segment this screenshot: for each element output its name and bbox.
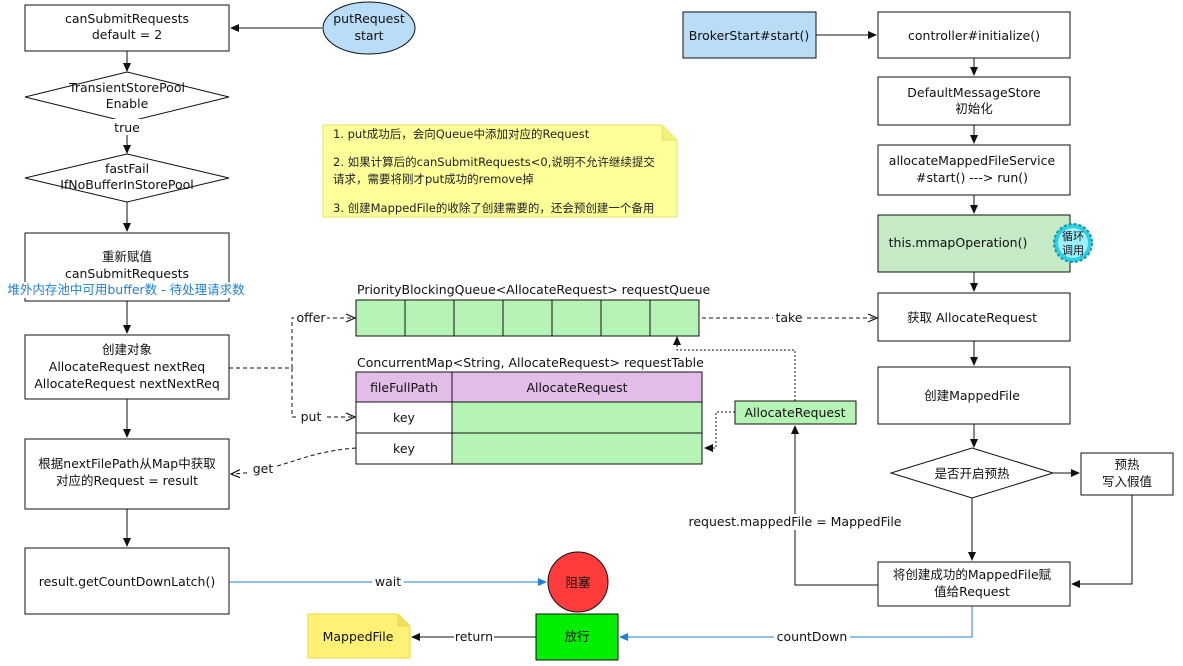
wait-label: wait [375,574,401,589]
svg-text:DefaultMessageStore: DefaultMessageStore [907,85,1041,100]
offer-edge [229,318,354,369]
svg-text:预热: 预热 [1114,457,1140,472]
svg-text:阻塞: 阻塞 [565,575,591,590]
table-row-key: key [393,410,415,425]
put-label: put [301,409,322,424]
svg-text:是否开启预热: 是否开启预热 [934,466,1010,481]
svg-text:canSubmitRequests: canSubmitRequests [65,11,189,26]
table-header-key: fileFullPath [370,380,438,395]
warmup-box: 预热 写入假值 [1080,452,1174,496]
svg-text:MappedFile: MappedFile [323,629,394,644]
svg-text:创建MappedFile: 创建MappedFile [924,388,1020,403]
assign-result-box: 将创建成功的MappedFile赋 值给Request [877,561,1071,607]
queue-cell [551,299,602,337]
svg-text:值给Request: 值给Request [934,584,1010,599]
dotted-to-table [704,411,735,452]
warmup-decision: 是否开启预热 [889,447,1055,499]
get-edge [232,447,357,474]
get-from-map-box: 根据nextFilePath从Map中获取 对应的Request = resul… [24,438,230,510]
release-box: 放行 [535,613,619,661]
true-label: true [114,120,140,135]
svg-text:BrokerStart#start(): BrokerStart#start() [689,28,810,43]
svg-text:初始化: 初始化 [955,101,993,116]
offer-label: offer [296,310,326,325]
svg-text:请求，需要将刚才put成功的remove掉: 请求，需要将刚才put成功的remove掉 [333,172,534,186]
queue-cell [453,299,504,337]
put-request-start: putRequest start [322,1,416,55]
svg-text:result.getCountDownLatch(): result.getCountDownLatch() [39,574,215,589]
table-header-value: AllocateRequest [526,380,627,395]
svg-text:fastFail: fastFail [105,161,149,176]
svg-text:controller#initialize(): controller#initialize() [908,28,1040,43]
svg-text:Enable: Enable [106,96,149,111]
fast-fail-decision: fastFail IfNoBufferInStorePool [24,153,230,203]
queue-cell [600,299,651,337]
dotted-to-queue [673,336,796,401]
svg-text:canSubmitRequests: canSubmitRequests [65,266,189,281]
countdown-latch-box: result.getCountDownLatch() [24,547,230,615]
svg-text:start: start [354,28,383,43]
can-submit-box: canSubmitRequests default = 2 [24,4,230,52]
svg-text:循环: 循环 [1062,230,1084,243]
count-down-edge [619,606,973,641]
svg-text:根据nextFilePath从Map中获取: 根据nextFilePath从Map中获取 [38,456,216,471]
broker-start-box: BrokerStart#start() [682,11,817,59]
svg-text:获取 AllocateRequest: 获取 AllocateRequest [907,310,1037,325]
take-label: take [775,310,802,325]
svg-text:#start() ---> run(): #start() ---> run() [916,170,1028,185]
queue-cell [649,299,700,337]
table-row-key: key [393,441,415,456]
reassign-formula: 堆外内存池中可用buffer数 - 待处理请求数 [7,282,245,297]
svg-text:TransientStorePool: TransientStorePool [68,80,185,95]
svg-text:创建对象: 创建对象 [102,342,152,357]
svg-text:AllocateRequest nextNextReq: AllocateRequest nextNextReq [34,376,220,391]
queue-cell [355,299,406,337]
svg-text:putRequest: putRequest [333,11,405,26]
svg-text:AllocateRequest: AllocateRequest [744,405,845,420]
svg-text:2. 如果计算后的canSubmitRequests<0,说: 2. 如果计算后的canSubmitRequests<0,说明不允许继续提交 [333,155,655,169]
controller-init-box: controller#initialize() [877,11,1071,59]
queue-cell [502,299,553,337]
loop-call-badge: 循环 调用 [1053,223,1093,263]
allocate-service-box: allocateMappedFileService #start() ---> … [877,144,1071,196]
return-label: return [455,629,493,644]
svg-text:将创建成功的MappedFile赋: 将创建成功的MappedFile赋 [893,567,1052,582]
blocked-circle: 阻塞 [547,551,609,613]
svg-text:IfNoBufferInStorePool: IfNoBufferInStorePool [60,177,194,192]
table-title: ConcurrentMap<String, AllocateRequest> r… [357,355,704,370]
svg-text:放行: 放行 [564,629,589,644]
allocate-request-box: AllocateRequest [734,400,857,425]
queue-title: PriorityBlockingQueue<AllocateRequest> r… [357,282,711,297]
arrow-warmup-to-assign [1071,495,1133,588]
svg-text:3. 创建MappedFile的收除了创建需要的，还会预创建: 3. 创建MappedFile的收除了创建需要的，还会预创建一个备用 [333,201,654,215]
svg-text:default = 2: default = 2 [92,27,162,42]
mmap-operation-box: this.mmapOperation() [877,214,1071,273]
create-objects-box: 创建对象 AllocateRequest nextReq AllocateReq… [24,334,230,400]
svg-text:AllocateRequest nextReq: AllocateRequest nextReq [49,359,205,374]
svg-text:写入假值: 写入假值 [1102,474,1152,489]
request-table: fileFullPath AllocateRequest key key [355,371,703,465]
get-request-box: 获取 AllocateRequest [877,292,1071,342]
default-store-box: DefaultMessageStore 初始化 [877,76,1071,126]
svg-text:重新赋值: 重新赋值 [102,249,152,264]
put-edge [291,368,354,417]
mapped-assign-label: request.mappedFile = MappedFile [688,514,901,529]
svg-text:1. put成功后，会向Queue中添加对应的Request: 1. put成功后，会向Queue中添加对应的Request [333,127,590,141]
get-label: get [253,461,274,476]
svg-text:allocateMappedFileService: allocateMappedFileService [889,153,1056,168]
svg-text:对应的Request = result: 对应的Request = result [56,473,198,488]
note-box: 1. put成功后，会向Queue中添加对应的Request 2. 如果计算后的… [322,124,678,218]
svg-text:调用: 调用 [1062,244,1084,257]
count-down-label: countDown [777,629,848,644]
request-queue [355,299,700,337]
mapped-file-result: MappedFile [307,613,411,659]
queue-cell [404,299,455,337]
mapped-assign-edge [791,425,878,586]
create-mapped-box: 创建MappedFile [877,366,1071,425]
transient-pool-decision: TransientStorePool Enable [24,71,230,123]
svg-text:this.mmapOperation(): this.mmapOperation() [889,235,1028,250]
